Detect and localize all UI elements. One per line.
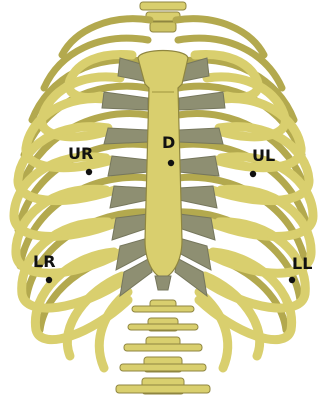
label-lr: LR bbox=[33, 252, 56, 271]
marker-ll-dot bbox=[289, 277, 295, 283]
vertebral-column-bottom bbox=[116, 300, 210, 394]
label-ll: LL bbox=[292, 254, 312, 273]
marker-ul-dot bbox=[250, 171, 256, 177]
marker-d-dot bbox=[168, 160, 174, 166]
label-ul: UL bbox=[252, 146, 275, 165]
marker-ur-dot bbox=[86, 169, 92, 175]
marker-lr-dot bbox=[46, 277, 52, 283]
label-ur: UR bbox=[68, 144, 93, 163]
label-d: D bbox=[162, 133, 175, 152]
